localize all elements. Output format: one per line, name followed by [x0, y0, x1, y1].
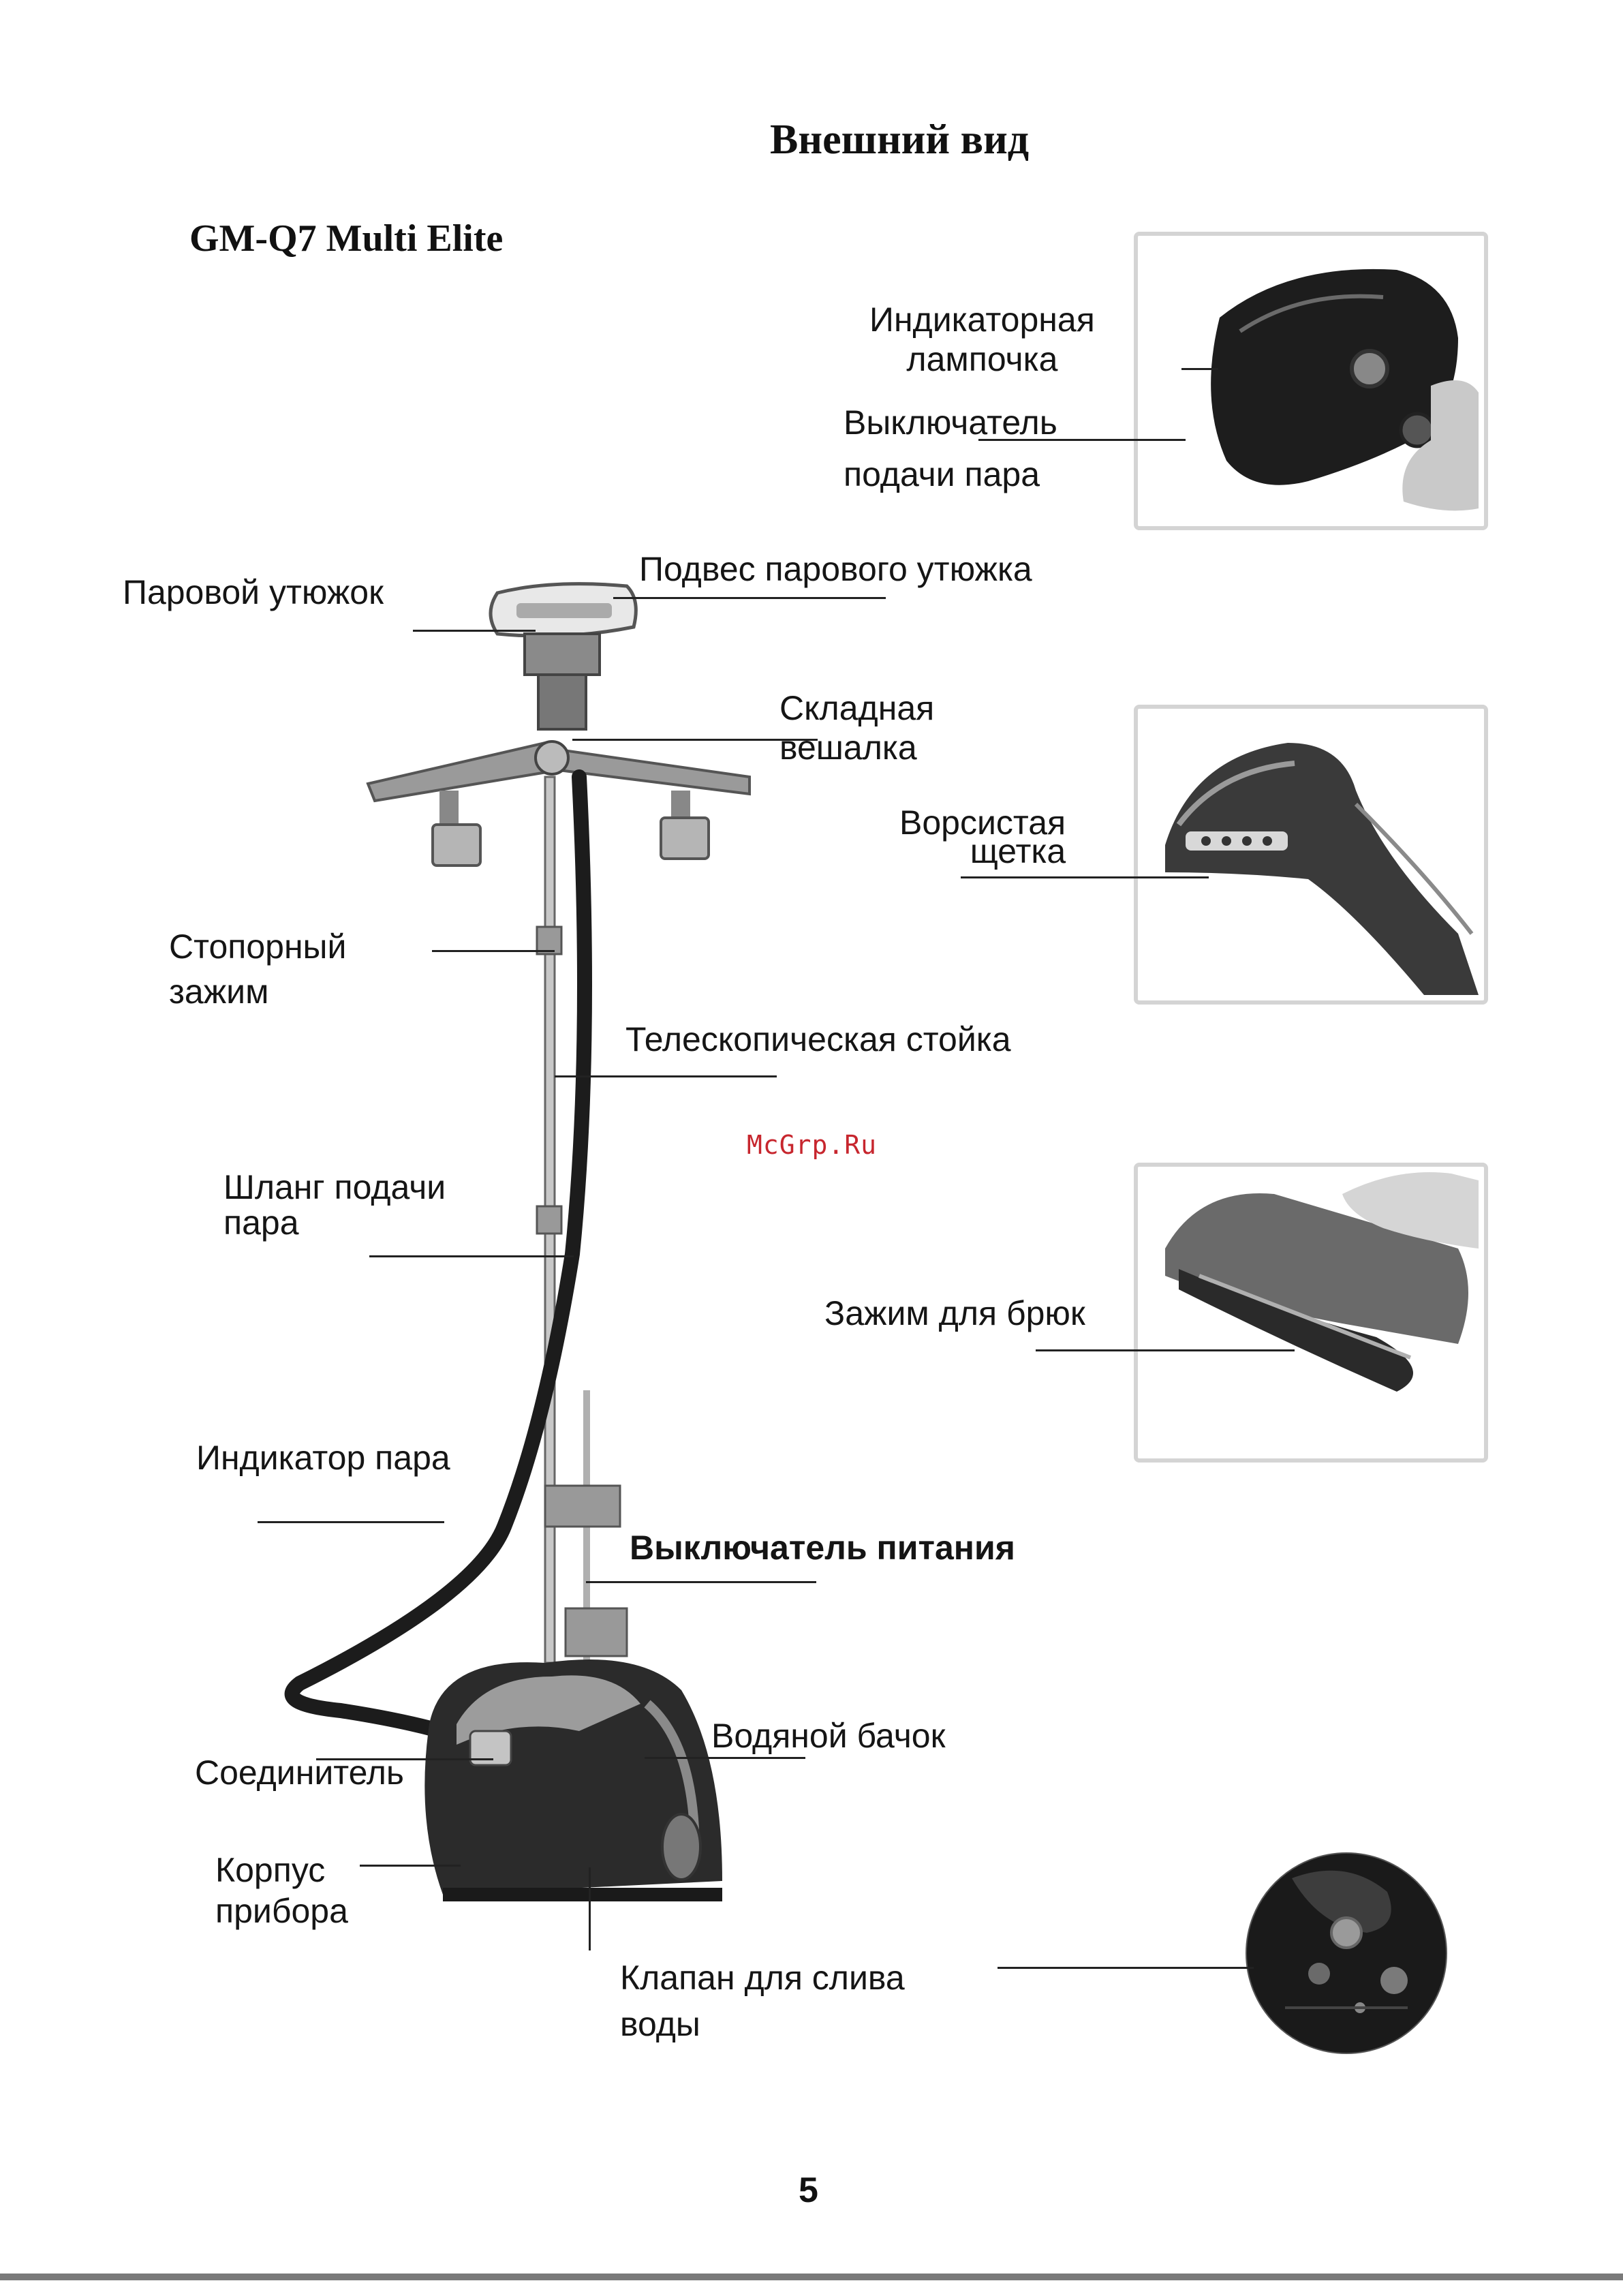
callout-steam-iron: Паровой утюжок: [123, 573, 384, 611]
callout-iron-holder: Подвес парового утюжка: [639, 550, 1032, 588]
callout-water-tank: Водяной бачок: [711, 1717, 946, 1755]
leader-line: [258, 1521, 444, 1523]
iron-head-photo-frame: [1134, 232, 1488, 530]
brush-photo-frame: [1134, 705, 1488, 1005]
leader-line: [413, 630, 536, 632]
leader-line: [1181, 368, 1218, 370]
callout-steam-switch: Выключатель подачи пара: [844, 403, 1057, 493]
drain-valve-photo-icon: [1246, 1852, 1447, 2054]
leader-line: [432, 950, 555, 952]
leader-line: [645, 1757, 805, 1759]
leader-line: [572, 739, 818, 741]
leader-line: [998, 1967, 1254, 1969]
callout-steam-hose: Шланг подачи пара: [223, 1168, 446, 1242]
watermark: McGrp.Ru: [747, 1130, 878, 1160]
trouser-clip-photo-icon: [1165, 1172, 1479, 1392]
model-name: GM-Q7 Multi Elite: [189, 217, 504, 260]
leader-line: [369, 1255, 574, 1257]
callout-folding-hanger: Складная вешалка: [779, 689, 935, 767]
callout-power-switch: Выключатель питания: [630, 1529, 1015, 1567]
callout-telescopic-pole: Телескопическая стойка: [625, 1020, 1011, 1058]
leader-line: [961, 876, 1209, 878]
leader-line: [1036, 1349, 1295, 1351]
bristle-brush-photo-icon: [1165, 743, 1479, 995]
garment-steamer-illustration-icon: [284, 582, 751, 1901]
page-number: 5: [799, 2171, 818, 2210]
steam-iron-head-photo-icon: [1211, 269, 1479, 511]
callout-trouser-clip: Зажим для брюк: [824, 1294, 1085, 1332]
callout-body: Корпус прибора: [215, 1851, 348, 1930]
page-title: Внешний вид: [770, 117, 1030, 163]
clip-photo-frame: [1134, 1163, 1488, 1463]
leader-line: [978, 439, 1186, 441]
callout-bristle-brush: Ворсистая щетка: [899, 803, 1066, 870]
callout-indicator-lamp: Индикаторная лампочка: [869, 301, 1095, 378]
bottom-rule: [0, 2274, 1623, 2280]
leader-line: [555, 1075, 777, 1077]
leader-line: [360, 1865, 461, 1867]
callout-locking-clamp: Стопорный зажим: [169, 928, 347, 1011]
leader-line: [316, 1758, 493, 1760]
callout-steam-indicator: Индикатор пара: [196, 1439, 450, 1477]
leader-line: [613, 597, 886, 599]
callout-drain-valve: Клапан для слива воды: [620, 1959, 905, 2043]
leader-line: [586, 1581, 816, 1583]
leader-line: [589, 1867, 591, 1950]
